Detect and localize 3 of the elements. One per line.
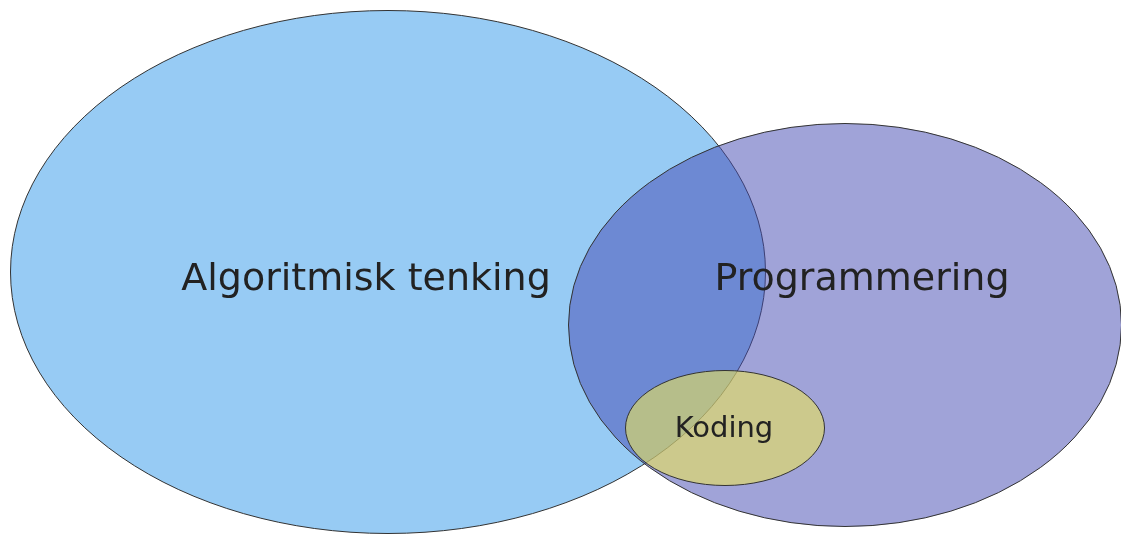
set-label: Algoritmisk tenking bbox=[181, 257, 551, 299]
set-label: Koding bbox=[674, 412, 774, 444]
set-label: Programmering bbox=[714, 257, 1010, 299]
